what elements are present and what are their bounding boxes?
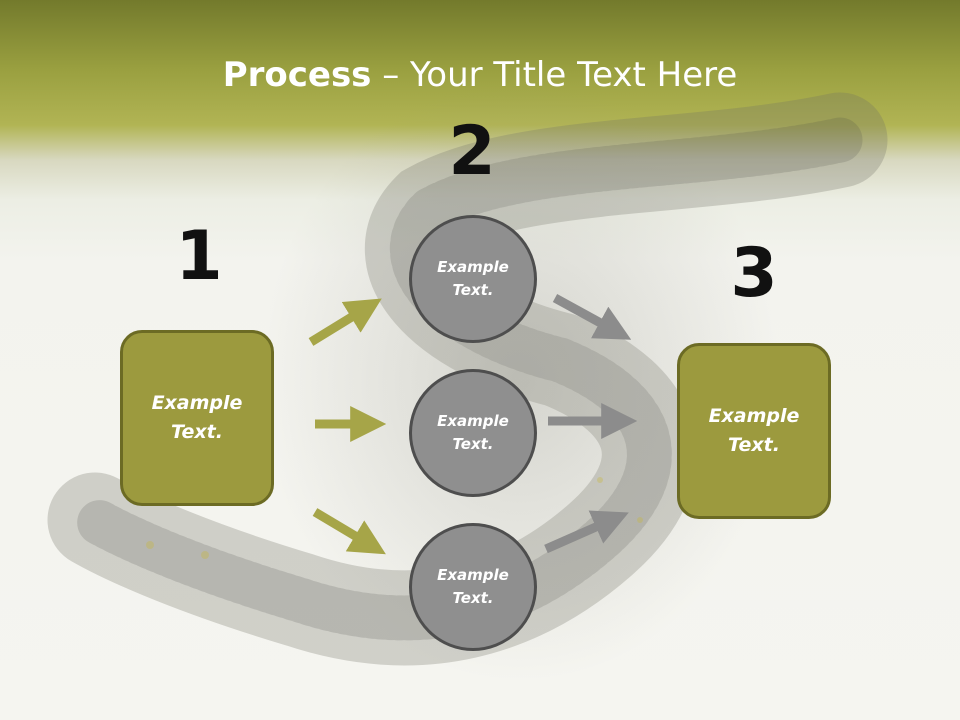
step-1-box: Example Text.	[120, 330, 274, 506]
arrow-icon	[312, 508, 386, 555]
step-number-1: 1	[175, 217, 223, 296]
circle-bottom-text: Example Text.	[437, 566, 509, 607]
arrow-icon	[552, 294, 632, 340]
step-2-circle-middle: Example Text.	[409, 369, 537, 497]
arrow-icon	[308, 298, 382, 346]
slide-title: Process – Your Title Text Here	[0, 52, 960, 98]
circle-top-text: Example Text.	[437, 258, 509, 299]
step-2-circle-top: Example Text.	[409, 215, 537, 343]
step-1-text: Example Text.	[151, 392, 243, 443]
step-number-3: 3	[730, 234, 778, 313]
title-rest: – Your Title Text Here	[371, 55, 738, 95]
step-2-circle-bottom: Example Text.	[409, 523, 537, 651]
arrow-icon	[544, 510, 629, 554]
title-bold: Process	[222, 55, 372, 95]
step-3-text: Example Text.	[708, 405, 800, 456]
step-3-box: Example Text.	[677, 343, 831, 519]
circle-middle-text: Example Text.	[437, 412, 509, 453]
step-number-2: 2	[448, 112, 496, 191]
